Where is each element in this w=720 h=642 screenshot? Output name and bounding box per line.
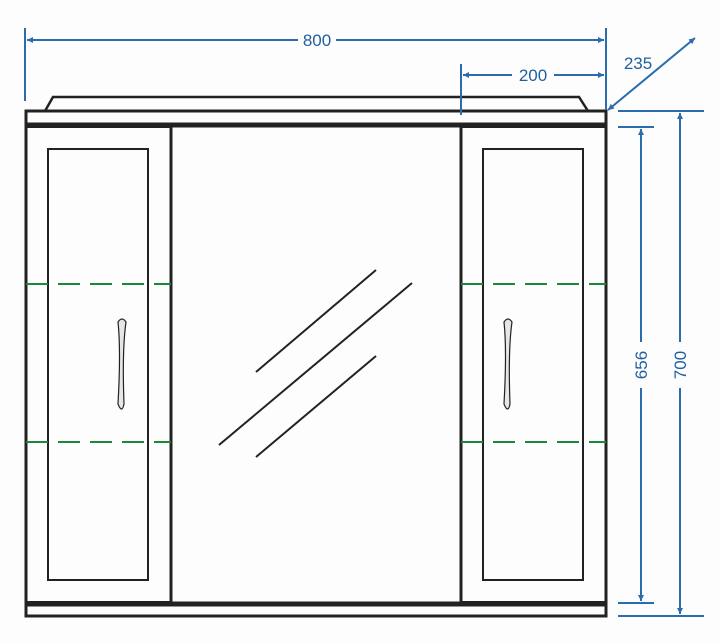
dimension-depth-235: 235 bbox=[607, 37, 696, 111]
dimension-height-700: 700 bbox=[618, 110, 704, 617]
dim-label-800: 800 bbox=[303, 31, 331, 50]
mirror-reflection-line bbox=[255, 269, 377, 373]
mirror-reflection-line bbox=[255, 355, 377, 458]
dim-label-235: 235 bbox=[624, 54, 652, 73]
right-handle bbox=[503, 318, 513, 410]
dim-label-200: 200 bbox=[519, 66, 547, 85]
right-door bbox=[460, 126, 607, 603]
dim-label-656: 656 bbox=[632, 351, 651, 379]
shelf-lines bbox=[26, 283, 606, 443]
left-handle bbox=[117, 318, 127, 410]
dimension-width-800: 800 bbox=[24, 28, 607, 110]
left-door bbox=[25, 126, 172, 603]
dimension-side-200: 200 bbox=[460, 64, 604, 115]
mirror bbox=[169, 123, 463, 604]
dim-label-700: 700 bbox=[671, 351, 690, 379]
dimension-height-656: 656 bbox=[618, 126, 654, 604]
mirror-reflection-line bbox=[218, 282, 413, 446]
top-cornice bbox=[43, 95, 590, 112]
